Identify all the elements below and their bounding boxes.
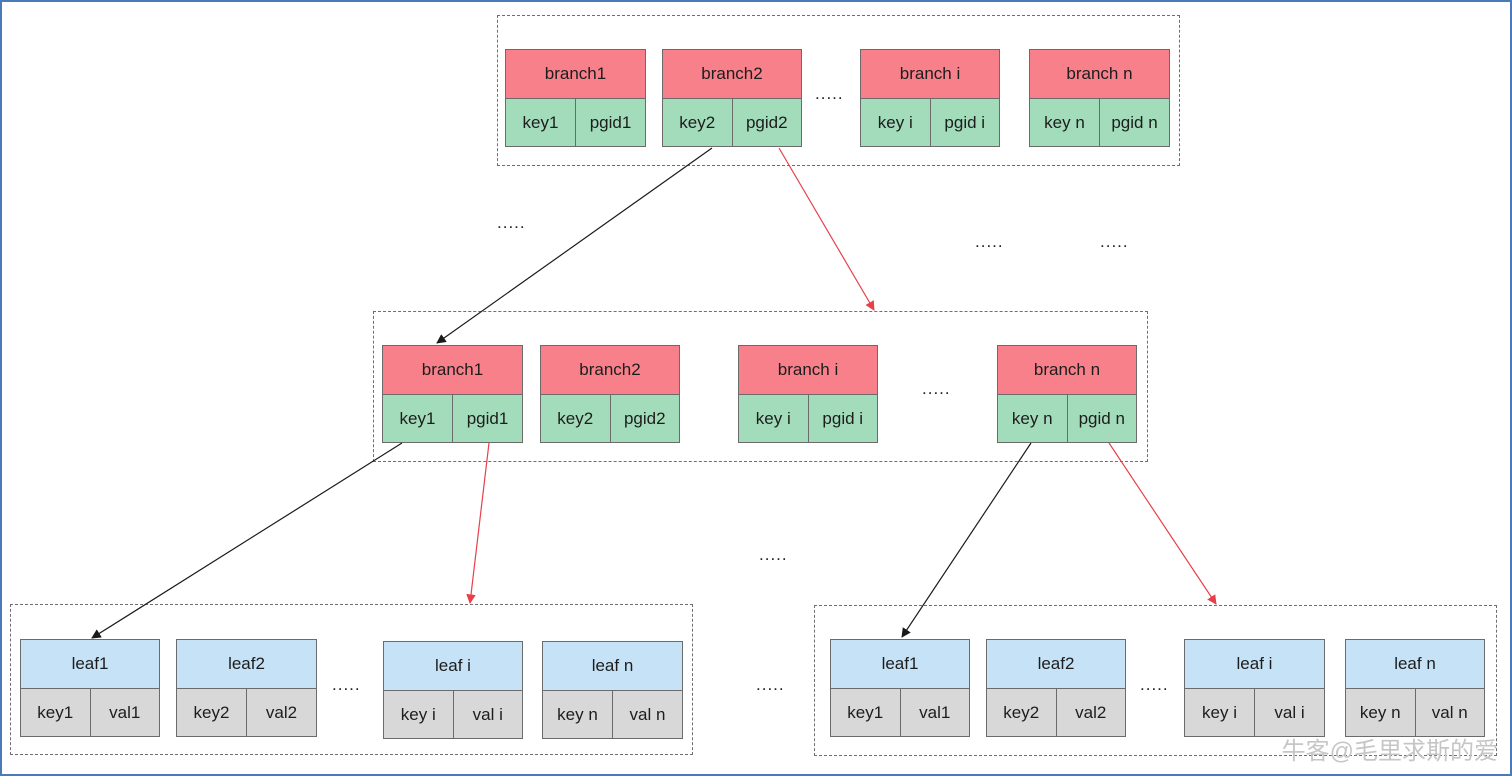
leaf-key: key i <box>1184 689 1255 737</box>
leaf-key: key2 <box>176 689 247 737</box>
ellipsis: ..... <box>759 545 788 564</box>
ellipsis: ..... <box>497 213 526 232</box>
leaf-val: val i <box>453 691 523 739</box>
branch-key: key2 <box>662 99 733 147</box>
branch-key: key n <box>1029 99 1100 147</box>
branch-name: branch n <box>997 345 1137 395</box>
leaf-name: leaf i <box>1184 639 1325 689</box>
leaf-key: key n <box>542 691 613 739</box>
leaf-key: key i <box>383 691 454 739</box>
ellipsis: ..... <box>815 84 844 103</box>
edge-middle-pgid1-to-left-leaf-group <box>466 442 490 604</box>
branch-name: branch i <box>738 345 878 395</box>
ellipsis: ..... <box>756 675 785 694</box>
leaf-name: leaf i <box>383 641 523 691</box>
leaf-name: leaf1 <box>830 639 970 689</box>
leaf-val: val n <box>1415 689 1485 737</box>
ellipsis: ..... <box>1140 675 1169 694</box>
branch-key: key n <box>997 395 1068 443</box>
branch-key: key2 <box>540 395 611 443</box>
leaf-val: val2 <box>1056 689 1126 737</box>
leaf-val: val1 <box>90 689 160 737</box>
branch-pgid: pgid2 <box>610 395 680 443</box>
leaf-name: leaf2 <box>176 639 317 689</box>
leaf-val: val2 <box>247 689 317 737</box>
edge-root-pgid2-to-middle-group <box>778 147 875 311</box>
branch-pgid: pgid1 <box>576 99 646 147</box>
branch-key: key1 <box>382 395 453 443</box>
ellipsis: ..... <box>332 675 361 694</box>
branch-key: key i <box>738 395 809 443</box>
right-leaf-group <box>814 605 1497 756</box>
branch-pgid: pgid1 <box>453 395 523 443</box>
edge-middle-pgidn-to-right-leaf-group <box>1108 442 1217 605</box>
branch-name: branch i <box>860 49 1000 99</box>
leaf-name: leaf2 <box>986 639 1126 689</box>
leaf-name: leaf n <box>542 641 683 691</box>
leaf-val: val n <box>613 691 683 739</box>
leaf-key: key1 <box>830 689 901 737</box>
branch-name: branch1 <box>505 49 646 99</box>
ellipsis: ..... <box>922 379 951 398</box>
leaf-val: val1 <box>900 689 970 737</box>
leaf-key: key2 <box>986 689 1057 737</box>
leaf-val: val i <box>1255 689 1325 737</box>
branch-pgid: pgid i <box>808 395 878 443</box>
branch-name: branch1 <box>382 345 523 395</box>
branch-key: key i <box>860 99 931 147</box>
leaf-name: leaf n <box>1345 639 1485 689</box>
edge-root-key2-to-middle-branch1 <box>436 147 713 344</box>
leaf-key: key1 <box>20 689 91 737</box>
branch-name: branch2 <box>540 345 680 395</box>
branch-pgid: pgid i <box>930 99 1000 147</box>
watermark: 牛客@毛里求斯的爱 <box>1281 738 1498 765</box>
branch-pgid: pgid n <box>1100 99 1170 147</box>
edge-middle-keyn-to-right-leaf1 <box>901 442 1032 638</box>
leaf-key: key n <box>1345 689 1416 737</box>
ellipsis: ..... <box>1100 232 1129 251</box>
branch-pgid: pgid n <box>1067 395 1137 443</box>
root-level-group <box>497 15 1180 166</box>
branch-name: branch2 <box>662 49 802 99</box>
branch-key: key1 <box>505 99 576 147</box>
branch-name: branch n <box>1029 49 1170 99</box>
middle-level-group <box>373 311 1148 462</box>
left-leaf-group <box>10 604 693 755</box>
branch-pgid: pgid2 <box>732 99 802 147</box>
ellipsis: ..... <box>975 232 1004 251</box>
edge-middle-key1-to-left-leaf1 <box>91 442 403 639</box>
leaf-name: leaf1 <box>20 639 160 689</box>
